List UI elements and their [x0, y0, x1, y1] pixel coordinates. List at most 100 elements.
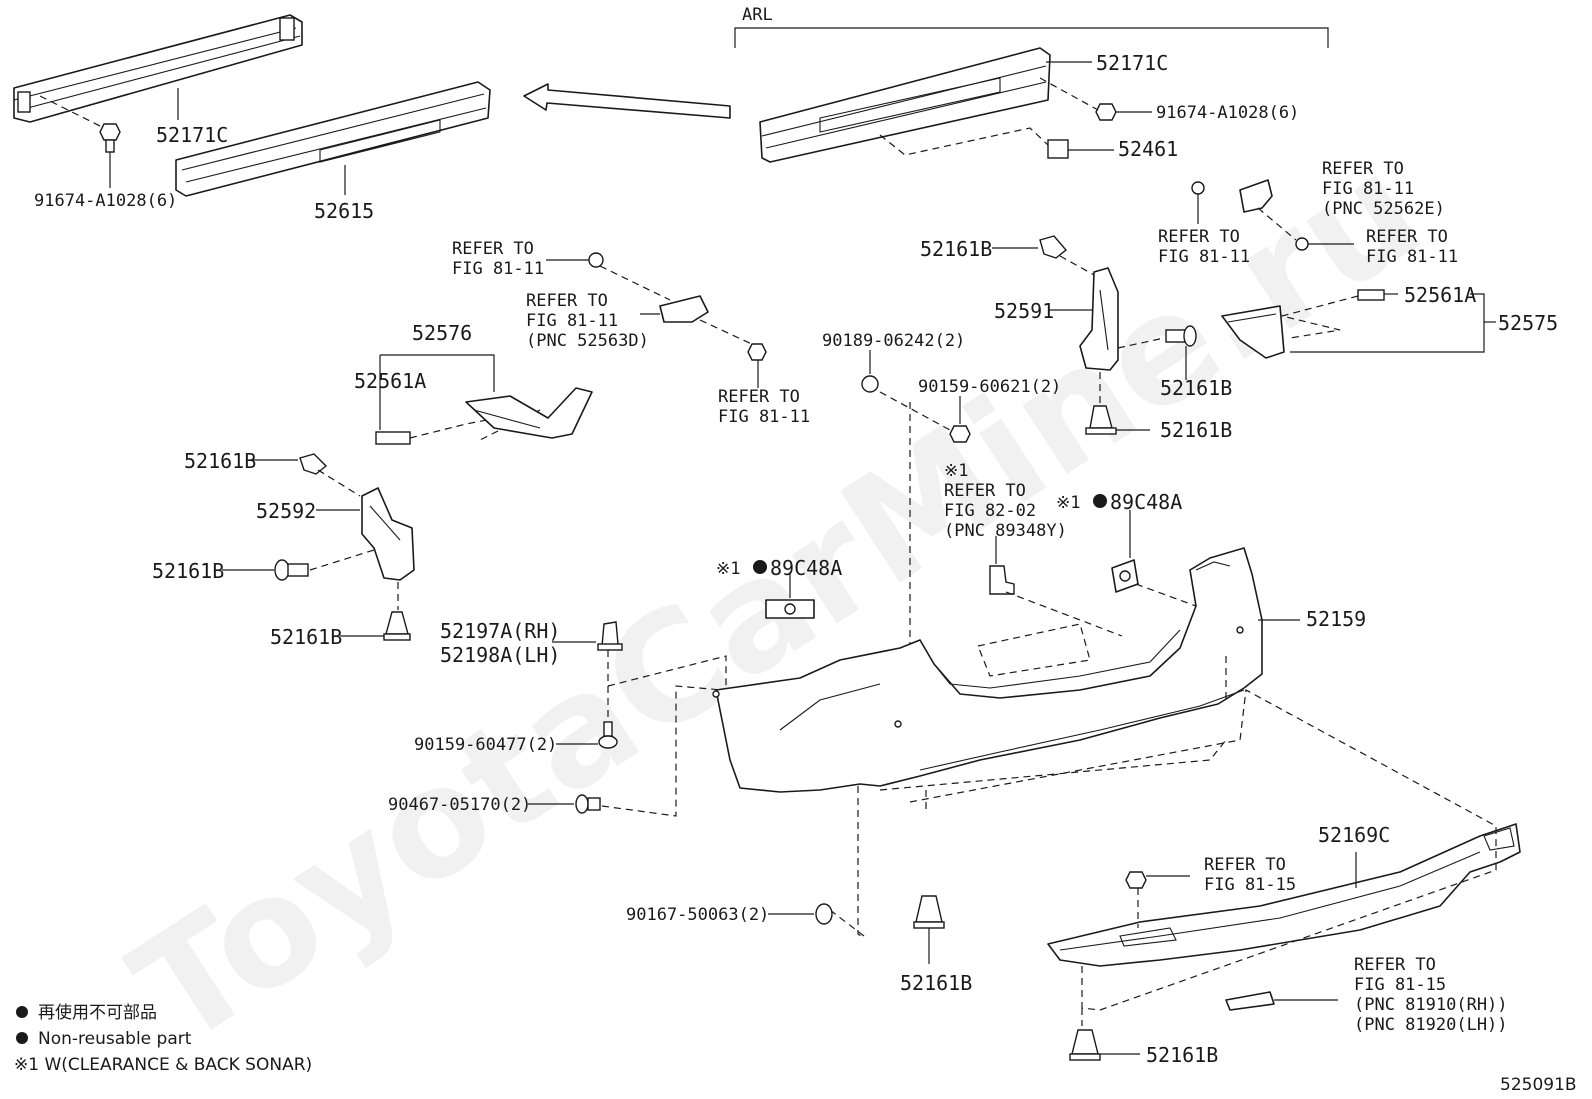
svg-text:REFER TO: REFER TO — [526, 291, 608, 311]
screw-90167-drawing — [815, 903, 833, 925]
part-52161B-left-top: 52161B — [184, 449, 256, 473]
side-retainer-right-drawing — [1079, 267, 1119, 371]
part-52161B-right-mid: 52161B — [1160, 376, 1232, 400]
ref-i: REFER TO FIG 81-15 (PNC 81910(RH)) (PNC … — [1354, 955, 1508, 1035]
figure-code: 525091B — [1500, 1075, 1577, 1095]
part-52561A-right: 52561A — [1404, 283, 1476, 307]
svg-text:(PNC 81910(RH)): (PNC 81910(RH)) — [1354, 995, 1508, 1015]
legend-dot-2 — [16, 1032, 28, 1044]
legend-line-1: 再使用不可部品 — [38, 1002, 157, 1023]
nut-90189-drawing — [861, 375, 879, 393]
lower-cover-drawing — [1047, 823, 1521, 967]
retainer-rh-lh-drawing — [597, 621, 623, 651]
ref-g: ※1 REFER TO FIG 82-02 (PNC 89348Y) — [944, 461, 1067, 541]
non-reusable-dot-right — [1093, 494, 1107, 508]
part-52171C-left: 52171C — [156, 123, 228, 147]
bracket-right-upper — [1239, 179, 1273, 213]
svg-text:REFER TO: REFER TO — [1354, 955, 1436, 975]
part-52591: 52591 — [994, 299, 1054, 323]
part-bolt-right: 91674-A1028(6) — [1156, 103, 1299, 123]
part-89C48A-left: 89C48A — [770, 556, 842, 580]
part-90159-60477: 90159-60477(2) — [414, 735, 557, 755]
part-52171C-right: 52171C — [1096, 51, 1168, 75]
svg-text:REFER TO: REFER TO — [1366, 227, 1448, 247]
svg-text:(PNC 81920(LH)): (PNC 81920(LH)) — [1354, 1015, 1508, 1035]
sonar-bracket-right-drawing — [1111, 559, 1139, 593]
ref-a: REFER TO FIG 81-11 — [452, 239, 544, 279]
part-52159: 52159 — [1306, 607, 1366, 631]
ref-d: REFER TO FIG 81-11 (PNC 52562E) — [1322, 159, 1445, 219]
bracket-left-upper — [659, 295, 709, 323]
part-52575: 52575 — [1498, 311, 1558, 335]
ref-f: REFER TO FIG 81-11 — [1366, 227, 1458, 267]
arrow-icon — [523, 83, 731, 119]
clip-top-right-drawing — [1039, 235, 1068, 259]
legend: 再使用不可部品 Non-reusable part ※1 W(CLEARANCE… — [14, 1002, 312, 1075]
reflector-ref-drawing — [1225, 991, 1275, 1011]
bolt-right-drawing — [1095, 103, 1117, 121]
screw-90467-drawing — [575, 794, 601, 814]
clip-right-low-drawing — [1085, 405, 1117, 435]
part-89C48A-right: 89C48A — [1110, 490, 1182, 514]
svg-text:REFER TO: REFER TO — [1204, 855, 1286, 875]
svg-text:REFER TO: REFER TO — [1322, 159, 1404, 179]
ref-e: REFER TO FIG 81-11 — [1158, 227, 1250, 267]
svg-text:REFER TO: REFER TO — [1158, 227, 1240, 247]
svg-text:REFER TO: REFER TO — [718, 387, 800, 407]
svg-text:FIG 81-11: FIG 81-11 — [1158, 247, 1250, 267]
part-90159-60621: 90159-60621(2) — [918, 377, 1061, 397]
sonar-bracket-left-drawing — [765, 599, 815, 619]
bracket-left-lower — [465, 387, 593, 439]
svg-text:REFER TO: REFER TO — [452, 239, 534, 259]
note-mark-left: ※1 — [716, 559, 740, 579]
svg-text:FIG 82-02: FIG 82-02 — [944, 501, 1036, 521]
part-52161B-bottom-right: 52161B — [1146, 1043, 1218, 1067]
sonar-retainer-ref-drawing — [989, 565, 1015, 595]
svg-text:※1: ※1 — [944, 461, 968, 481]
note-mark-right: ※1 — [1056, 493, 1080, 513]
part-52161B-left-low: 52161B — [270, 625, 342, 649]
legend-line-3: ※1 W(CLEARANCE & BACK SONAR) — [14, 1055, 312, 1075]
clip-left-mid-drawing — [274, 559, 309, 581]
clip-ref-d — [1191, 181, 1205, 195]
part-52461: 52461 — [1118, 137, 1178, 161]
ref-c: REFER TO FIG 81-11 — [718, 387, 810, 427]
svg-text:FIG 81-11: FIG 81-11 — [452, 259, 544, 279]
bolt-set-left-drawing — [375, 431, 411, 445]
ref-b: REFER TO FIG 81-11 (PNC 52563D) — [526, 291, 649, 351]
absorber-drawing — [175, 81, 491, 197]
part-52161B-top-right: 52161B — [920, 237, 992, 261]
clip-left-low-drawing — [383, 611, 411, 641]
arl-bracket — [734, 27, 1329, 48]
part-90467-05170: 90467-05170(2) — [388, 795, 531, 815]
group-label-arl: ARL — [742, 5, 773, 25]
svg-text:FIG 81-15: FIG 81-15 — [1204, 875, 1296, 895]
part-52161B-left-mid: 52161B — [152, 559, 224, 583]
part-52161B-right-low: 52161B — [1160, 418, 1232, 442]
svg-text:FIG 81-15: FIG 81-15 — [1354, 975, 1446, 995]
part-52592: 52592 — [256, 499, 316, 523]
screw-90159-60621-drawing — [949, 425, 971, 443]
legend-dot-1 — [16, 1006, 28, 1018]
clip-right-mid-drawing — [1165, 325, 1197, 347]
svg-text:REFER TO: REFER TO — [944, 481, 1026, 501]
clip-bottom-right-drawing — [1069, 1029, 1101, 1061]
part-52561A-left: 52561A — [354, 369, 426, 393]
part-52576: 52576 — [412, 321, 472, 345]
part-52169C: 52169C — [1318, 823, 1390, 847]
svg-text:FIG 81-11: FIG 81-11 — [526, 311, 618, 331]
svg-text:(PNC 52562E): (PNC 52562E) — [1322, 199, 1445, 219]
part-52198A: 52198A(LH) — [440, 643, 560, 667]
clip-lower-ref-drawing — [1125, 871, 1147, 889]
svg-text:(PNC 52563D): (PNC 52563D) — [526, 331, 649, 351]
ref-h: REFER TO FIG 81-15 — [1204, 855, 1296, 895]
bolt-left-drawing — [99, 123, 121, 153]
screw-90159-60477-drawing — [598, 721, 618, 749]
side-retainer-left-drawing — [361, 487, 415, 581]
non-reusable-dot-left — [753, 560, 767, 574]
part-90167-50063: 90167-50063(2) — [626, 905, 769, 925]
part-bolt-left: 91674-A1028(6) — [34, 191, 177, 211]
bracket-right-lower — [1221, 305, 1285, 359]
clip-ref-a — [588, 252, 604, 268]
part-90189-06242: 90189-06242(2) — [822, 331, 965, 351]
